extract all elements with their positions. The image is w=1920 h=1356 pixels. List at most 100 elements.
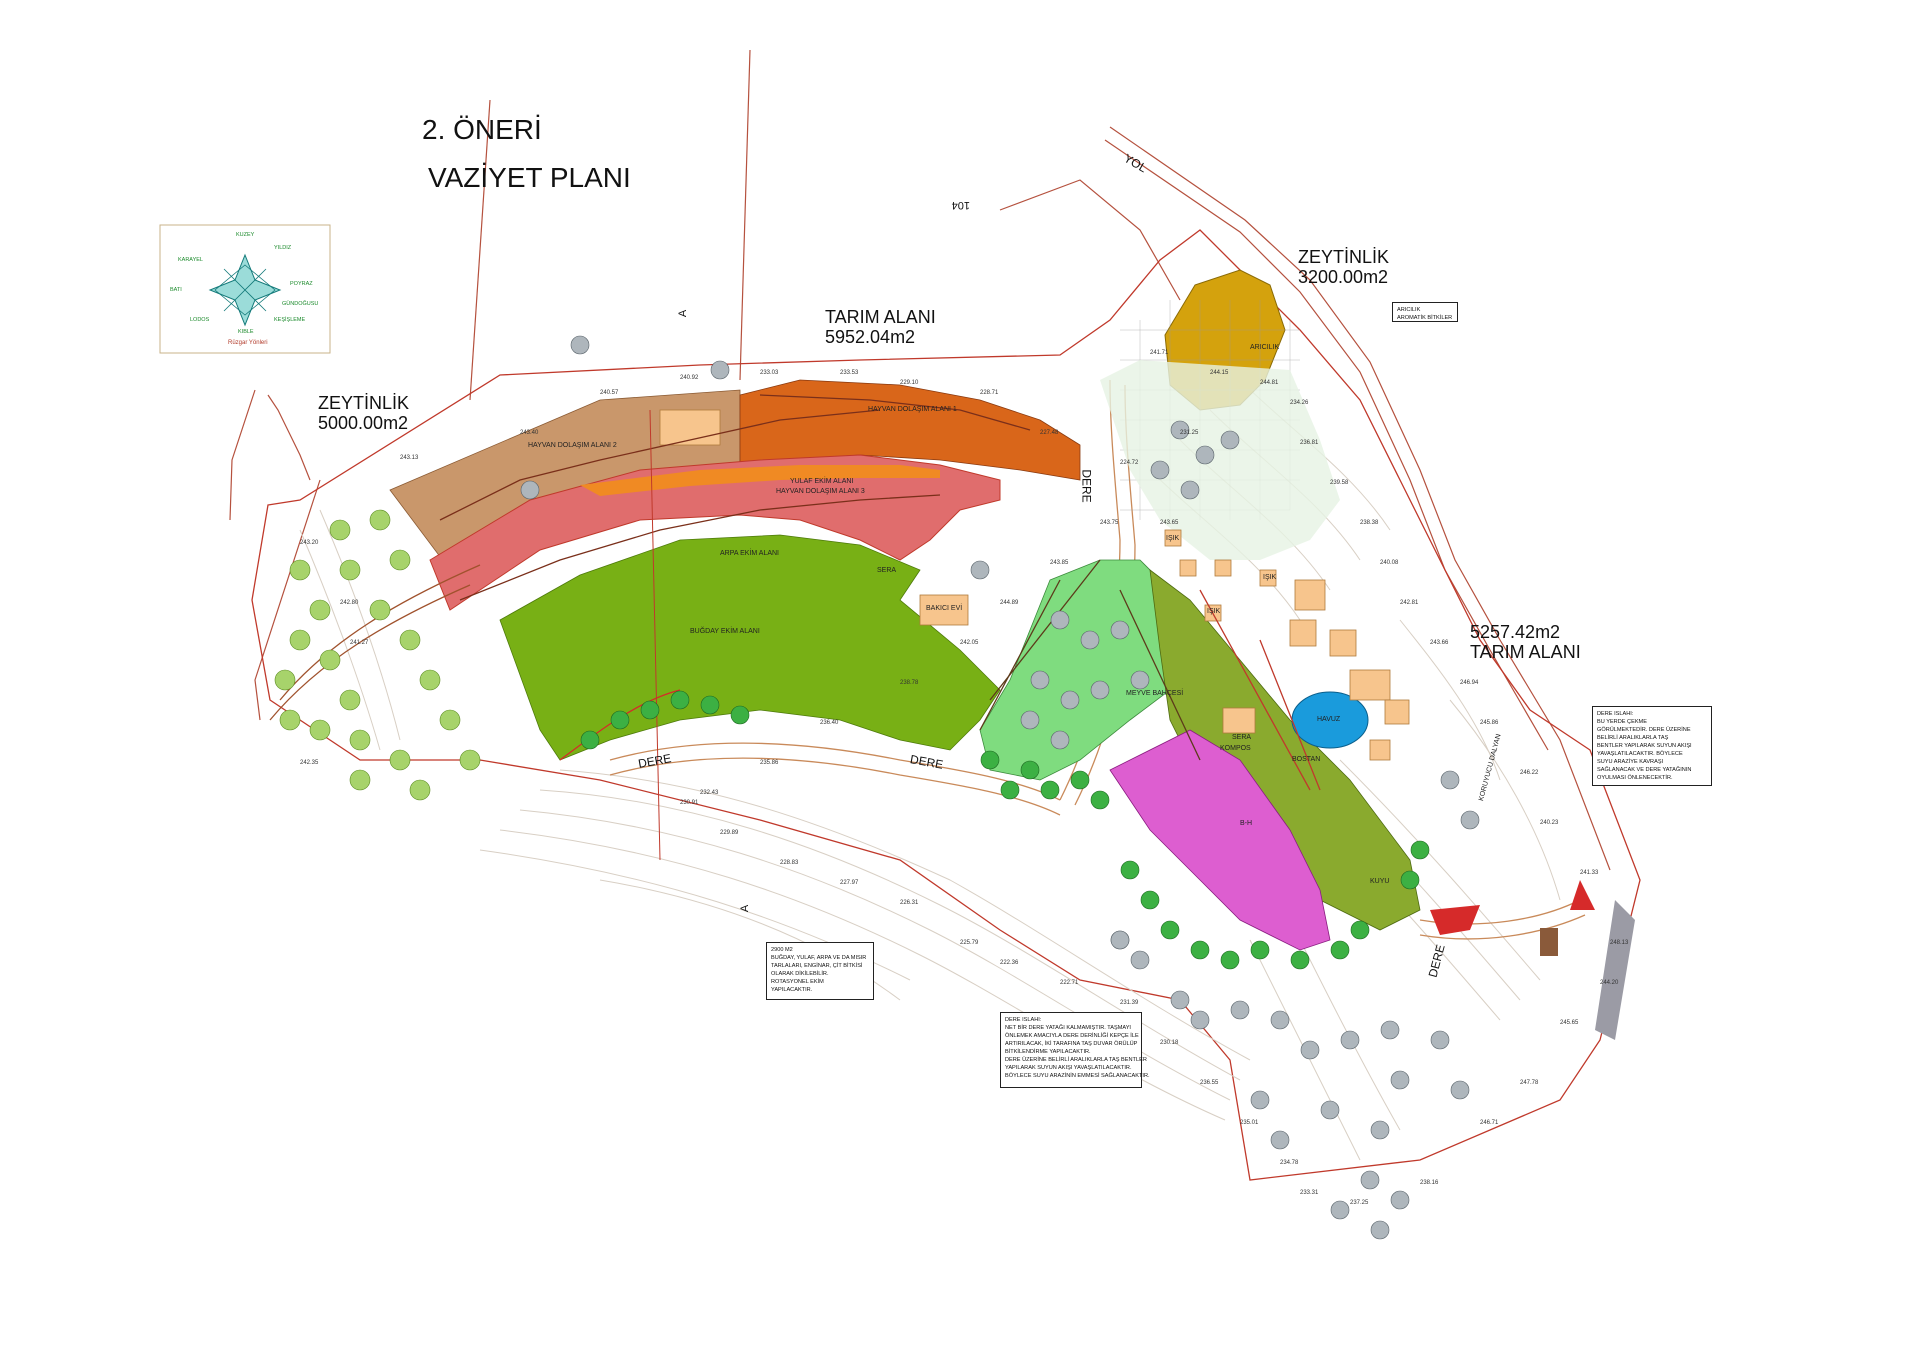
zone-label-tarim-right-name: TARIM ALANI — [1470, 642, 1581, 662]
elevation-label: 242.81 — [1400, 600, 1419, 606]
elevation-label: 234.78 — [1280, 1160, 1299, 1166]
site-boundary — [251, 229, 1641, 1181]
elevation-label: 241.33 — [1580, 870, 1599, 876]
wind-rose-caption: Rüzgar Yönleri — [228, 340, 268, 346]
zone-red-grazing — [429, 454, 1001, 611]
elevation-label: 226.31 — [900, 900, 919, 906]
zone-label-tarim-right-area: 5257.42m2 — [1470, 622, 1561, 642]
elevation-label: 228.83 — [780, 860, 799, 866]
elevation-label: 227.97 — [840, 880, 859, 886]
elevation-label: 243.65 — [1160, 520, 1179, 526]
elevation-label: 243.40 — [520, 430, 539, 436]
elevation-label: 235.86 — [760, 760, 779, 766]
label-isik-1: IŞIK — [1166, 535, 1180, 542]
label-bugday: BUĞDAY EKİM ALANI — [690, 628, 760, 635]
tree-grey-cluster — [520, 335, 1480, 1240]
section-marker-bottom: A — [739, 904, 752, 913]
elevation-label: 222.71 — [1060, 980, 1079, 986]
olive-tree-cluster-left — [274, 509, 481, 801]
zone-magenta-field — [1109, 729, 1331, 951]
elevation-label: 244.89 — [1000, 600, 1019, 606]
elevation-label: 234.26 — [1290, 400, 1309, 406]
elevation-label: 233.31 — [1300, 1190, 1319, 1196]
elevation-label: 228.71 — [980, 390, 999, 396]
label-aricilik-map: ARICILIK — [1250, 344, 1280, 351]
wind-dir-kesisleme: KEŞİŞLEME — [274, 317, 306, 323]
elevation-label: 243.85 — [1050, 560, 1069, 566]
elevation-label: 241.27 — [350, 640, 369, 646]
label-arpa: ARPA EKİM ALANI — [720, 550, 780, 557]
wind-dir-kible: KIBLE — [238, 329, 254, 335]
label-hayvan-1: HAYVAN DOLAŞIM ALANI 1 — [868, 406, 957, 413]
elevation-label: 246.22 — [1520, 770, 1539, 776]
note-dere-islahi-right: DERE ISLAHI: BU YERDE ÇEKME GÖRÜLMEKTEDİ… — [1592, 706, 1712, 786]
zone-label-tarim-top-name: TARIM ALANI — [825, 307, 936, 327]
zone-label-zeytin-left-area: 5000.00m2 — [318, 413, 409, 433]
note-rotasyon: 2900 M2 BUĞDAY, YULAF, ARPA VE DA MISIR … — [766, 942, 874, 1000]
elevation-label: 238.78 — [900, 680, 919, 686]
elevation-label: 244.81 — [1260, 380, 1279, 386]
zone-label-zeytin-right-area: 3200.00m2 — [1298, 267, 1389, 287]
elevation-label: 238.16 — [1420, 1180, 1439, 1186]
elevation-label: 242.35 — [300, 760, 319, 766]
label-meyve: MEYVE BAHÇESİ — [1126, 690, 1184, 697]
wind-dir-karayel: KARAYEL — [178, 257, 203, 263]
stream-label-3: DERE — [1079, 469, 1094, 503]
elevation-label: 222.36 — [1000, 960, 1019, 966]
label-sera: SERA — [877, 567, 897, 574]
wind-dir-bati: BATI — [170, 287, 182, 293]
buildings — [659, 409, 1410, 761]
label-yulaf: YULAF EKİM ALANI — [790, 478, 854, 485]
elevation-label: 246.71 — [1480, 1120, 1499, 1126]
elevation-label: 232.43 — [700, 790, 719, 796]
elevation-label: 243.13 — [400, 455, 419, 461]
elevation-label: 239.58 — [1330, 480, 1349, 486]
elevation-label: 240.57 — [600, 390, 619, 396]
elevation-label: 240.92 — [680, 375, 699, 381]
elevation-label: 240.23 — [1540, 820, 1559, 826]
wind-rose — [159, 224, 331, 354]
plan-title-2: VAZİYET PLANI — [428, 162, 631, 193]
zone-olive-garden — [1149, 569, 1421, 931]
tree-belt-stream — [580, 690, 1430, 970]
elevation-label: 243.66 — [1430, 640, 1449, 646]
elevation-label: 233.53 — [840, 370, 859, 376]
elevation-label: 230.91 — [680, 800, 699, 806]
elevation-label: 227.48 — [1040, 430, 1059, 436]
wind-dir-gundogusu: GÜNDOĞUSU — [282, 301, 319, 307]
wind-dir-kuzey: KUZEY — [236, 232, 255, 238]
elevation-label: 240.08 — [1380, 560, 1399, 566]
red-triangle — [1570, 880, 1595, 910]
label-bh: B-H — [1240, 820, 1253, 827]
label-hayvan-2: HAYVAN DOLAŞIM ALANI 2 — [528, 442, 617, 449]
elevation-label: 242.80 — [340, 600, 359, 606]
farm-roads — [269, 394, 1321, 861]
plan-title-1: 2. ÖNERİ — [422, 114, 542, 145]
zone-green-crop — [499, 534, 1001, 761]
zone-label-zeytin-left-name: ZEYTİNLİK — [318, 393, 410, 413]
section-marker-top: A — [677, 309, 690, 318]
red-wedge — [1430, 905, 1480, 935]
elevation-label: 229.10 — [900, 380, 919, 386]
zone-light-wash — [1100, 360, 1340, 560]
label-hayvan-3: HAYVAN DOLAŞIM ALANI 3 — [776, 488, 865, 495]
elevation-label: 229.89 — [720, 830, 739, 836]
elevation-label: 245.65 — [1560, 1020, 1579, 1026]
elevation-label: 231.39 — [1120, 1000, 1139, 1006]
elevation-label: 236.40 — [820, 720, 839, 726]
elevation-label: 225.79 — [960, 940, 979, 946]
elevation-label: 231.25 — [1180, 430, 1199, 436]
elevation-label: 246.94 — [1460, 680, 1479, 686]
label-isik-3: IŞIK — [1207, 608, 1221, 615]
wind-dir-lodos: LODOS — [190, 317, 210, 323]
elevation-label: 242.05 — [960, 640, 979, 646]
elevation-label: 244.15 — [1210, 370, 1229, 376]
elevation-label: 245.86 — [1480, 720, 1499, 726]
label-kompos: KOMPOS — [1220, 745, 1251, 752]
elevation-label: 235.01 — [1240, 1120, 1259, 1126]
elevation-label: 247.78 — [1520, 1080, 1539, 1086]
elevation-label: 233.03 — [760, 370, 779, 376]
elevation-label: 243.75 — [1100, 520, 1119, 526]
label-havuz: HAVUZ — [1317, 716, 1341, 723]
